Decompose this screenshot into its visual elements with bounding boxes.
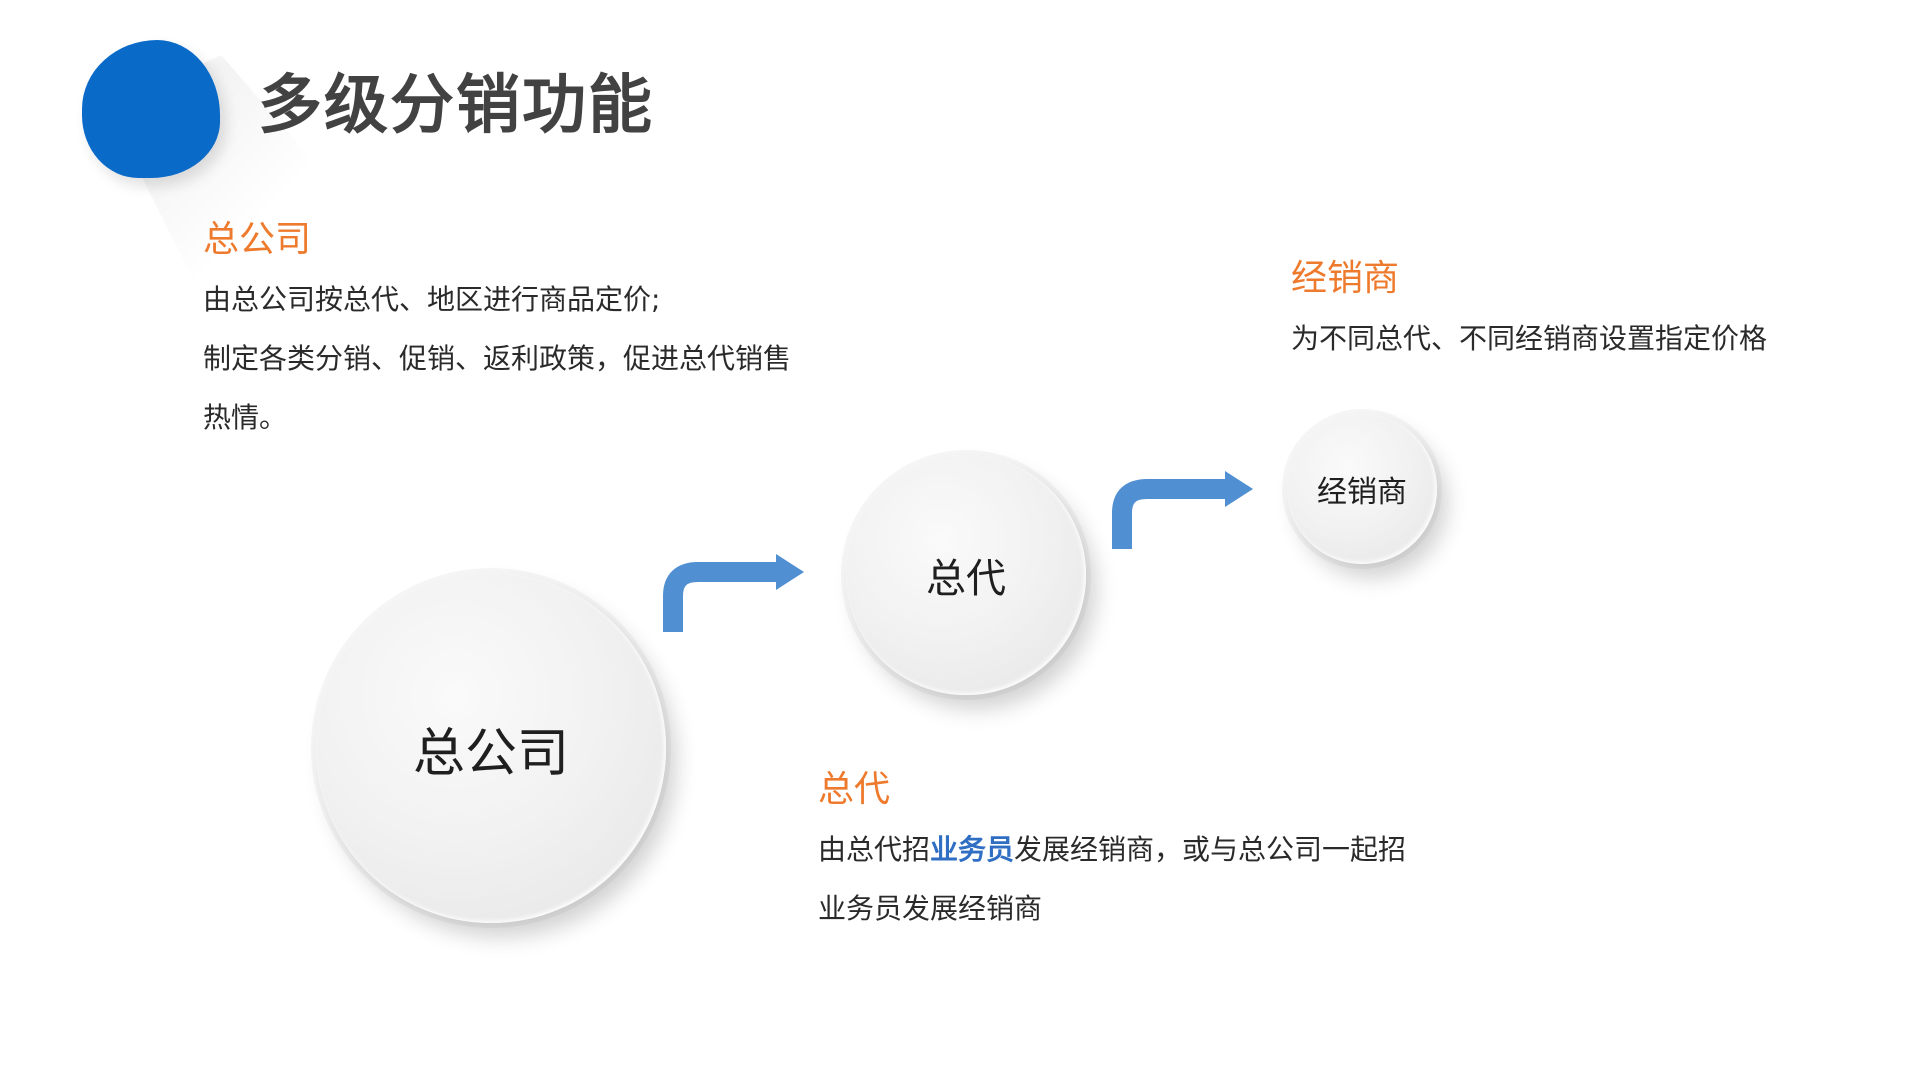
title-blob-icon [82, 40, 220, 178]
dealer-line-1: 为不同总代、不同经销商设置指定价格 [1291, 322, 1768, 355]
agent-line-1-highlight: 业务员 [930, 833, 1015, 866]
agent-heading: 总代 [818, 769, 891, 810]
company-line-2: 制定各类分销、促销、返利政策，促进总代销售 [203, 342, 792, 375]
dealer-circle: 经销商 [1287, 414, 1437, 564]
company-description-block: 总公司 由总公司按总代、地区进行商品定价; 制定各类分销、促销、返利政策，促进总… [203, 218, 791, 447]
page-title: 多级分销功能 [258, 69, 654, 143]
dealer-description-block: 经销商 为不同总代、不同经销商设置指定价格 [1291, 257, 1767, 368]
dealer-circle-label: 经销商 [1317, 475, 1407, 510]
dealer-heading: 经销商 [1291, 258, 1400, 299]
agent-circle-label: 总代 [926, 556, 1006, 602]
agent-line-2: 业务员发展经销商 [818, 892, 1043, 925]
company-line-3: 热情。 [203, 401, 288, 434]
company-line-1: 由总公司按总代、地区进行商品定价; [203, 283, 661, 316]
agent-description-block: 总代 由总代招业务员发展经销商，或与总公司一起招 业务员发展经销商 [818, 768, 1406, 938]
agent-line-1-suffix: 发展经销商，或与总公司一起招 [1014, 833, 1407, 866]
company-heading: 总公司 [203, 219, 312, 260]
company-circle-label: 总公司 [412, 723, 569, 784]
arrow-right-icon [663, 554, 804, 632]
agent-line-1: 由总代招业务员发展经销商，或与总公司一起招 [818, 820, 1406, 879]
arrow-right-icon [1112, 471, 1253, 549]
company-circle: 总公司 [316, 573, 666, 923]
agent-circle: 总代 [846, 455, 1086, 695]
agent-line-1-prefix: 由总代招 [818, 833, 931, 866]
